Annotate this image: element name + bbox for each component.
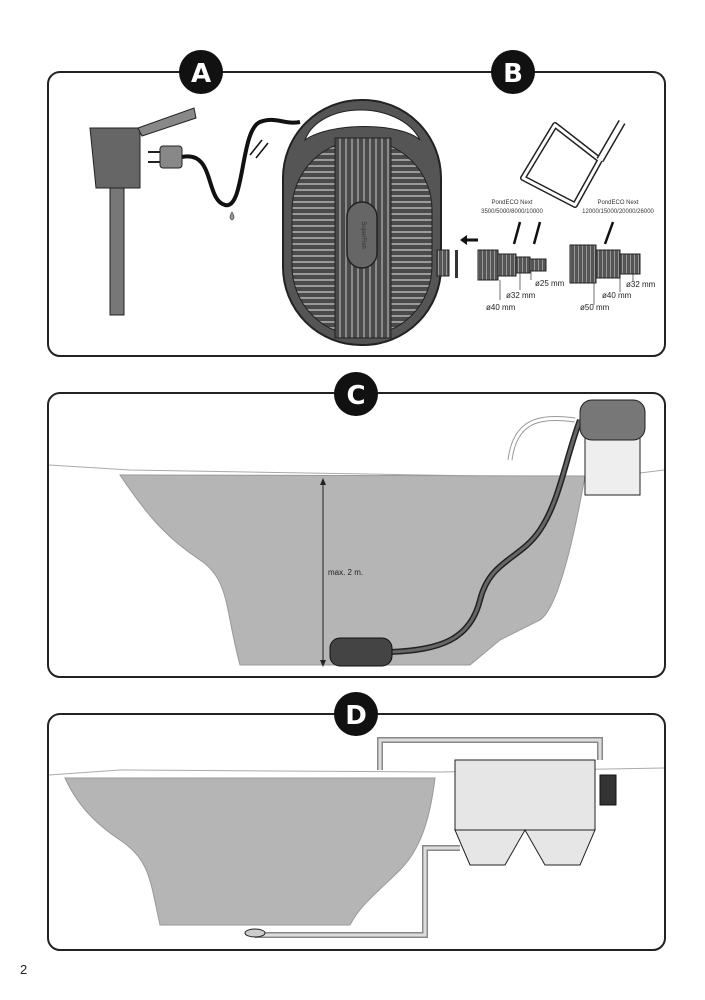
svg-text:C: C (346, 381, 365, 411)
adapter-group2-sizes: 12000/15000/20000/26000 (582, 209, 654, 215)
pump-illustration: SuperFish (282, 99, 450, 346)
adapter-group1-d3: ø40 mm (486, 303, 516, 312)
svg-text:D: D (345, 701, 367, 731)
adapter-group1-d1: ø25 mm (535, 279, 565, 288)
max-depth-label: max. 2 m. (328, 568, 363, 577)
badge-d: D (334, 692, 378, 736)
panel-c: max. 2 m. C (47, 372, 666, 678)
svg-text:B: B (503, 59, 523, 89)
panel-ab: SuperFish PondECO Next (47, 50, 666, 357)
adapter-group2-d1: ø32 mm (626, 280, 656, 289)
svg-text:A: A (191, 59, 211, 89)
badge-b: B (491, 50, 535, 94)
adapter-group1-sizes: 3500/5000/8000/10000 (481, 209, 543, 215)
page-number: 2 (20, 962, 28, 977)
power-socket-illustration (89, 107, 301, 316)
badge-a: A (179, 50, 223, 94)
panel-d: D (47, 692, 666, 951)
adapter-group1-model: PondECO Next (491, 200, 532, 206)
adapter-group1-d2: ø32 mm (506, 291, 536, 300)
adapter-group2-d3: ø50 mm (580, 303, 610, 312)
adapter-group2-model: PondECO Next (597, 200, 638, 206)
hose-adapters-illustration (455, 119, 641, 305)
badge-c: C (334, 372, 378, 416)
adapter-group2-d2: ø40 mm (602, 291, 632, 300)
pump-logo: SuperFish (360, 221, 366, 248)
